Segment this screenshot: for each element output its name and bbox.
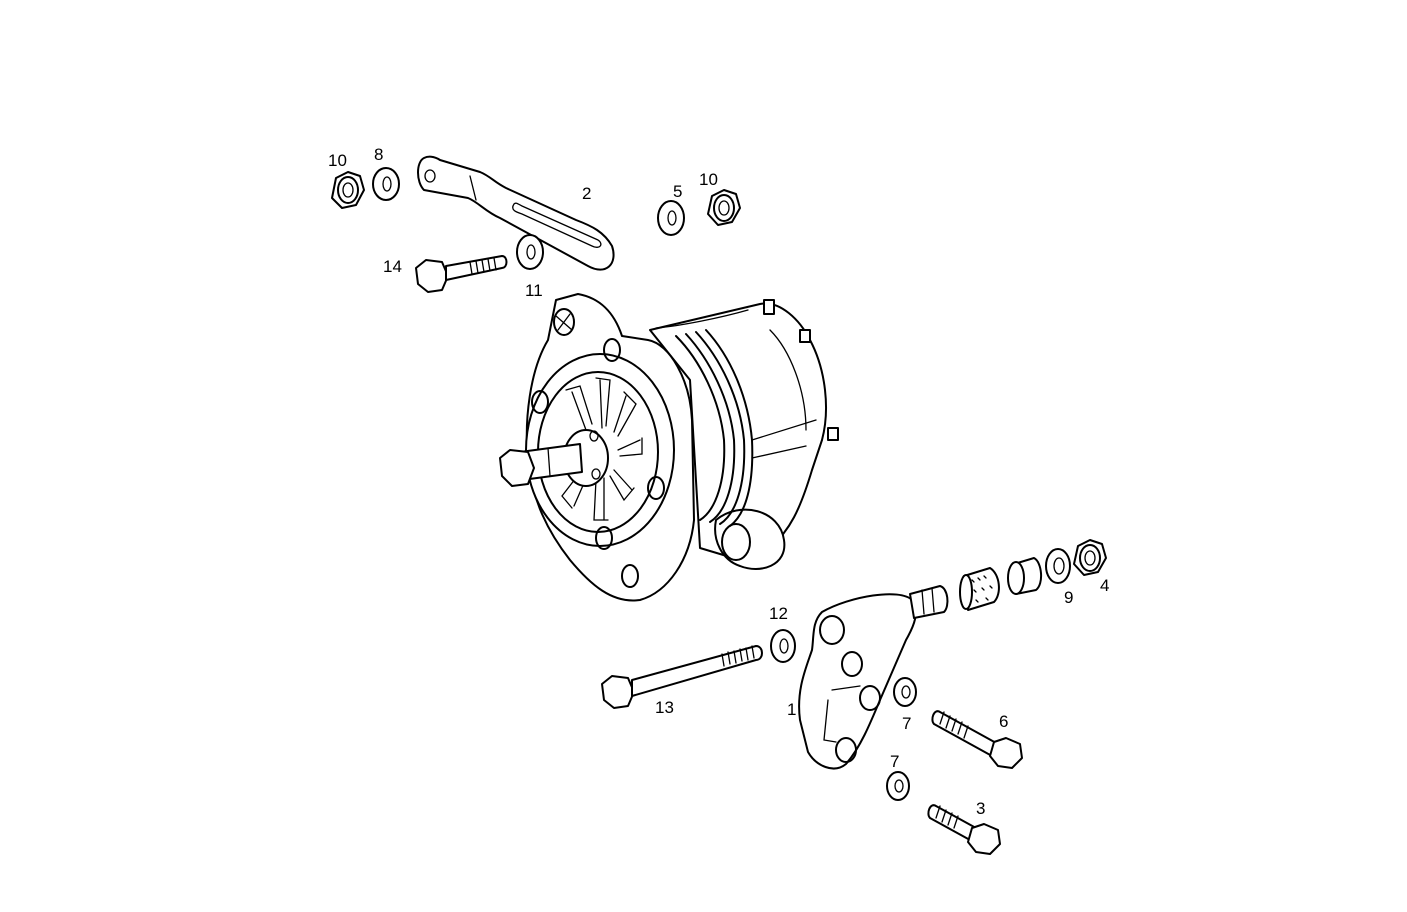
part-14-bolt [415,255,508,293]
callout-6: 6 [999,712,1009,731]
part-12-washer [770,629,796,663]
bushing [959,567,1000,611]
callout-8: 8 [374,145,384,164]
callout-2: 2 [582,184,592,203]
part-8-washer [372,167,400,201]
part-2-adjusting-bracket [417,155,615,271]
part-3-bolt [927,804,1001,855]
callout-3: 3 [976,799,986,818]
callout-12: 12 [769,604,788,623]
alternator-body [499,293,839,602]
part-10-nut-top-left [331,171,365,209]
callout-9: 9 [1064,588,1074,607]
callout-7-upper: 7 [902,714,912,733]
callout-4: 4 [1100,576,1110,595]
callout-5: 5 [673,182,683,201]
part-13-long-bolt [601,645,763,709]
part-1-mounting-bracket [798,585,949,770]
callout-14: 14 [383,257,402,276]
callout-10-top-right: 10 [699,170,718,189]
callout-7-lower: 7 [890,752,900,771]
part-7-washer-upper [893,677,917,707]
part-6-bolt [931,710,1023,769]
part-5-washer [657,200,685,236]
part-10-nut-top-right [707,189,741,226]
callout-13: 13 [655,698,674,717]
part-9-spacer-washer [1007,548,1071,595]
callout-1: 1 [787,700,797,719]
part-11-washer [516,234,544,270]
callout-10-top-left: 10 [328,151,347,170]
callout-11: 11 [525,281,543,300]
part-7-washer-lower [886,771,910,801]
part-4-nut [1073,539,1107,576]
